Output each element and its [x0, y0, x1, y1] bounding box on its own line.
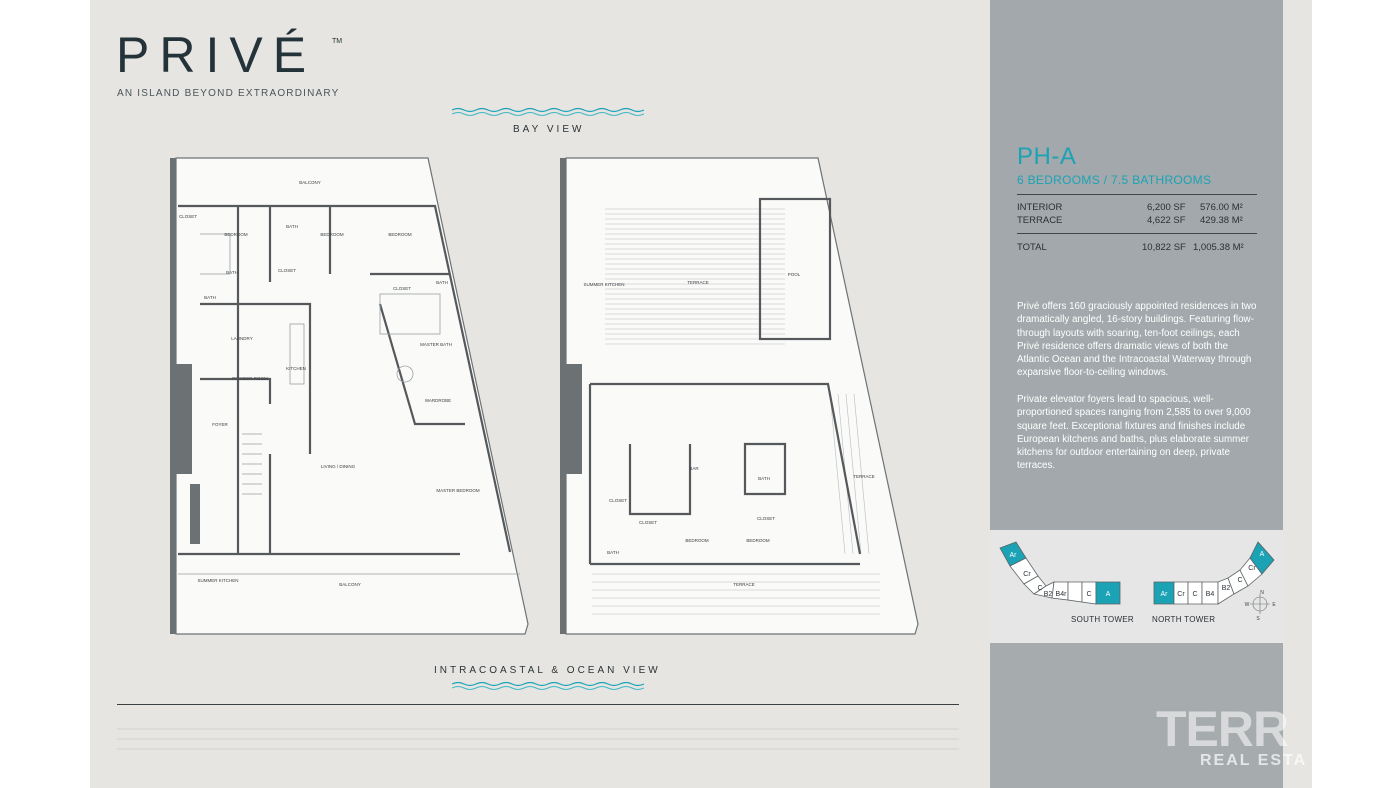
- room-label: TERRACE: [733, 582, 755, 587]
- wave-ornament-top: [452, 107, 644, 116]
- north-tower-plan: [1153, 541, 1275, 605]
- room-label: BATH: [758, 476, 770, 481]
- room-label: SUMMER KITCHEN: [583, 282, 624, 287]
- description-paragraph-1: Privé offers 160 graciously appointed re…: [1017, 301, 1257, 379]
- room-label: KITCHEN: [286, 366, 306, 371]
- unit-tag: Cr: [1023, 571, 1031, 578]
- south-tower-label: SOUTH TOWER: [1071, 615, 1135, 624]
- unit-tag: B2: [1044, 591, 1053, 598]
- unit-tag: B4r: [1056, 591, 1068, 598]
- description-paragraph-2: Private elevator foyers lead to spacious…: [1017, 394, 1251, 472]
- floor-plan-upper: TERRACE POOL SUMMER KITCHEN BAR BATH CLO…: [560, 157, 919, 635]
- intracoastal-ocean-view-label: INTRACOASTAL & OCEAN VIEW: [434, 665, 661, 676]
- room-label: BEDROOM: [388, 232, 412, 237]
- floor-plan-lower: BALCONY CLOSET BATH BEDROOM BEDROOM BEDR…: [170, 157, 529, 635]
- unit-tag: Cr: [1177, 591, 1185, 598]
- unit-tag: C: [1192, 591, 1197, 598]
- unit-subtitle: 6 BEDROOMS / 7.5 BATHROOMS: [1017, 173, 1212, 187]
- room-label: BEDROOM: [685, 538, 709, 543]
- watermark-logo: TERR: [1156, 701, 1289, 757]
- unit-tag: C: [1237, 577, 1242, 584]
- room-label: BATH: [436, 280, 448, 285]
- unit-tag: C: [1086, 591, 1091, 598]
- room-label: CLOSET: [278, 268, 296, 273]
- unit-title: PH-A: [1017, 143, 1077, 170]
- compass-west: W: [1245, 602, 1250, 608]
- unit-tag: A: [1260, 551, 1265, 558]
- room-label: BEDROOM: [320, 232, 344, 237]
- room-label: BAR: [689, 466, 699, 471]
- trademark-mark: TM: [332, 38, 343, 45]
- room-label: WARDROBE: [425, 398, 451, 403]
- room-label: POOL: [788, 272, 801, 277]
- room-label: MASTER BEDROOM: [436, 488, 480, 493]
- room-label: CLOSET: [639, 520, 657, 525]
- room-label: TERRACE: [687, 280, 709, 285]
- room-label: CLOSET: [757, 516, 775, 521]
- room-label: BATH: [607, 550, 619, 555]
- room-label: CLOSET: [393, 286, 411, 291]
- wave-ornament-bottom: [452, 681, 644, 690]
- room-label: POWDER ROOM: [232, 376, 268, 381]
- unit-tag: Ar: [1161, 591, 1169, 598]
- room-label: BALCONY: [299, 180, 321, 185]
- north-tower-label: NORTH TOWER: [1152, 615, 1216, 624]
- area-rule: [1017, 233, 1257, 234]
- room-label: BEDROOM: [224, 232, 248, 237]
- bay-view-label: BAY VIEW: [513, 124, 585, 135]
- footer-divider: [117, 704, 959, 705]
- unit-tag: B4: [1206, 591, 1215, 598]
- unit-tag: Cr: [1248, 565, 1256, 572]
- unit-tag: A: [1106, 591, 1111, 598]
- room-label: BEDROOM: [746, 538, 770, 543]
- watermark-subtext: REAL ESTA: [1200, 752, 1308, 769]
- fine-print-line: [117, 728, 959, 730]
- room-label: SUMMER KITCHEN: [197, 578, 238, 583]
- area-rule: [1017, 194, 1257, 195]
- room-label: LAUNDRY: [231, 336, 252, 341]
- compass-icon: [1250, 594, 1270, 614]
- compass-north: N: [1260, 590, 1264, 596]
- room-label: MASTER BATH: [420, 342, 452, 347]
- room-label: BATH: [286, 224, 298, 229]
- unit-tag: B2: [1222, 585, 1231, 592]
- unit-tag: Ar: [1010, 552, 1018, 559]
- fine-print-line: [117, 748, 959, 750]
- brand-logo: PRIVÉ: [116, 27, 317, 83]
- brand-tagline: AN ISLAND BEYOND EXTRAORDINARY: [117, 88, 340, 99]
- compass-south: S: [1256, 616, 1260, 622]
- fine-print-line: [117, 738, 959, 740]
- room-label: FOYER: [212, 422, 228, 427]
- south-tower-plan: [999, 541, 1121, 605]
- room-label: LIVING / DINING: [321, 464, 356, 469]
- room-label: CLOSET: [609, 498, 627, 503]
- compass-east: E: [1272, 602, 1276, 608]
- room-label: CLOSET: [179, 214, 197, 219]
- info-panel: [990, 0, 1283, 788]
- site-map: Ar Cr C B2 B4r C A Ar Cr C B4 B2 C Cr A …: [999, 541, 1276, 622]
- room-label: TERRACE: [853, 474, 875, 479]
- room-label: BATH: [226, 270, 238, 275]
- room-label: BALCONY: [339, 582, 361, 587]
- unit-tag: C: [1037, 585, 1042, 592]
- room-label: BATH: [204, 295, 216, 300]
